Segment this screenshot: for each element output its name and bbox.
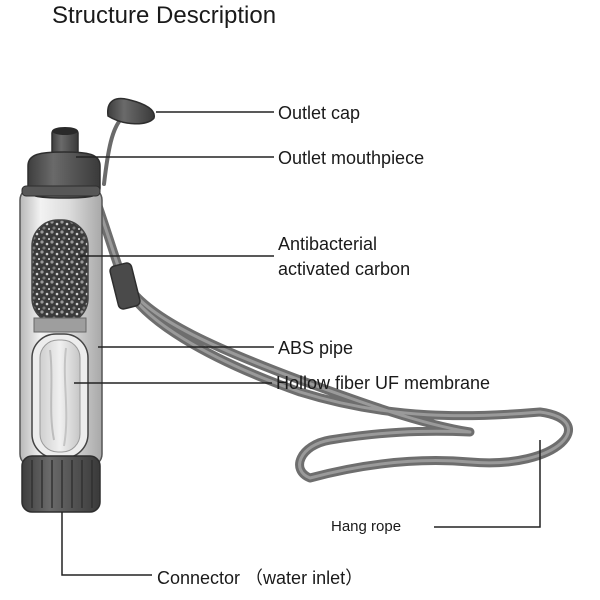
label-outlet-mouthpiece: Outlet mouthpiece — [278, 148, 424, 169]
label-activated-carbon-line2: activated carbon — [278, 257, 410, 282]
hang-rope — [96, 118, 569, 478]
label-activated-carbon: Antibacterial activated carbon — [278, 232, 410, 282]
label-connector: Connector （water inlet） — [157, 564, 363, 590]
connector-part — [22, 456, 100, 512]
diagram-title: Structure Description — [52, 2, 276, 30]
label-hollow-fiber-membrane: Hollow fiber UF membrane — [276, 373, 490, 394]
outlet-cap-part — [108, 99, 155, 124]
filter-tube — [20, 188, 102, 466]
label-hang-rope: Hang rope — [331, 518, 401, 535]
outlet-mouthpiece-part — [22, 127, 100, 198]
label-abs-pipe: ABS pipe — [278, 338, 353, 359]
label-outlet-cap: Outlet cap — [278, 103, 360, 124]
label-activated-carbon-line1: Antibacterial — [278, 232, 410, 257]
